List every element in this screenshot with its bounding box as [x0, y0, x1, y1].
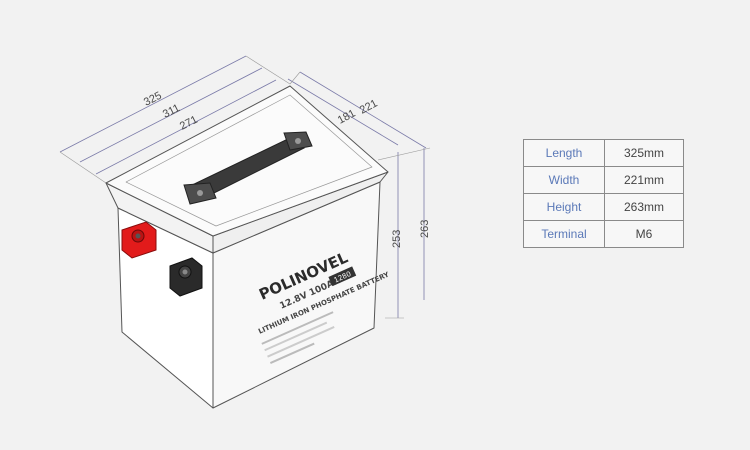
battery-body [105, 85, 389, 409]
spec-table: Length 325mm Width 221mm Height 263mm Te… [523, 139, 684, 248]
spec-value: M6 [604, 220, 684, 248]
spec-value: 221mm [604, 166, 684, 194]
dim-263: 263 [419, 220, 431, 238]
carry-handle [183, 131, 313, 205]
dim-325: 325 [142, 90, 164, 109]
dim-253: 253 [391, 230, 403, 248]
spec-value: 325mm [604, 139, 684, 167]
positive-terminal [121, 221, 157, 259]
negative-terminal [169, 257, 203, 297]
dim-311: 311 [161, 102, 182, 121]
spec-key: Terminal [523, 220, 605, 248]
spec-value: 263mm [604, 193, 684, 221]
table-row: Height 263mm [523, 193, 684, 221]
table-row: Width 221mm [523, 166, 684, 194]
spec-key: Length [523, 139, 605, 167]
length-dimensions [59, 55, 431, 319]
table-row: Terminal M6 [523, 220, 684, 248]
table-row: Length 325mm [523, 139, 684, 167]
dim-271: 271 [178, 114, 200, 133]
dim-221: 221 [358, 97, 380, 116]
dim-181: 181 [336, 107, 358, 126]
spec-key: Width [523, 166, 605, 194]
spec-key: Height [523, 193, 605, 221]
